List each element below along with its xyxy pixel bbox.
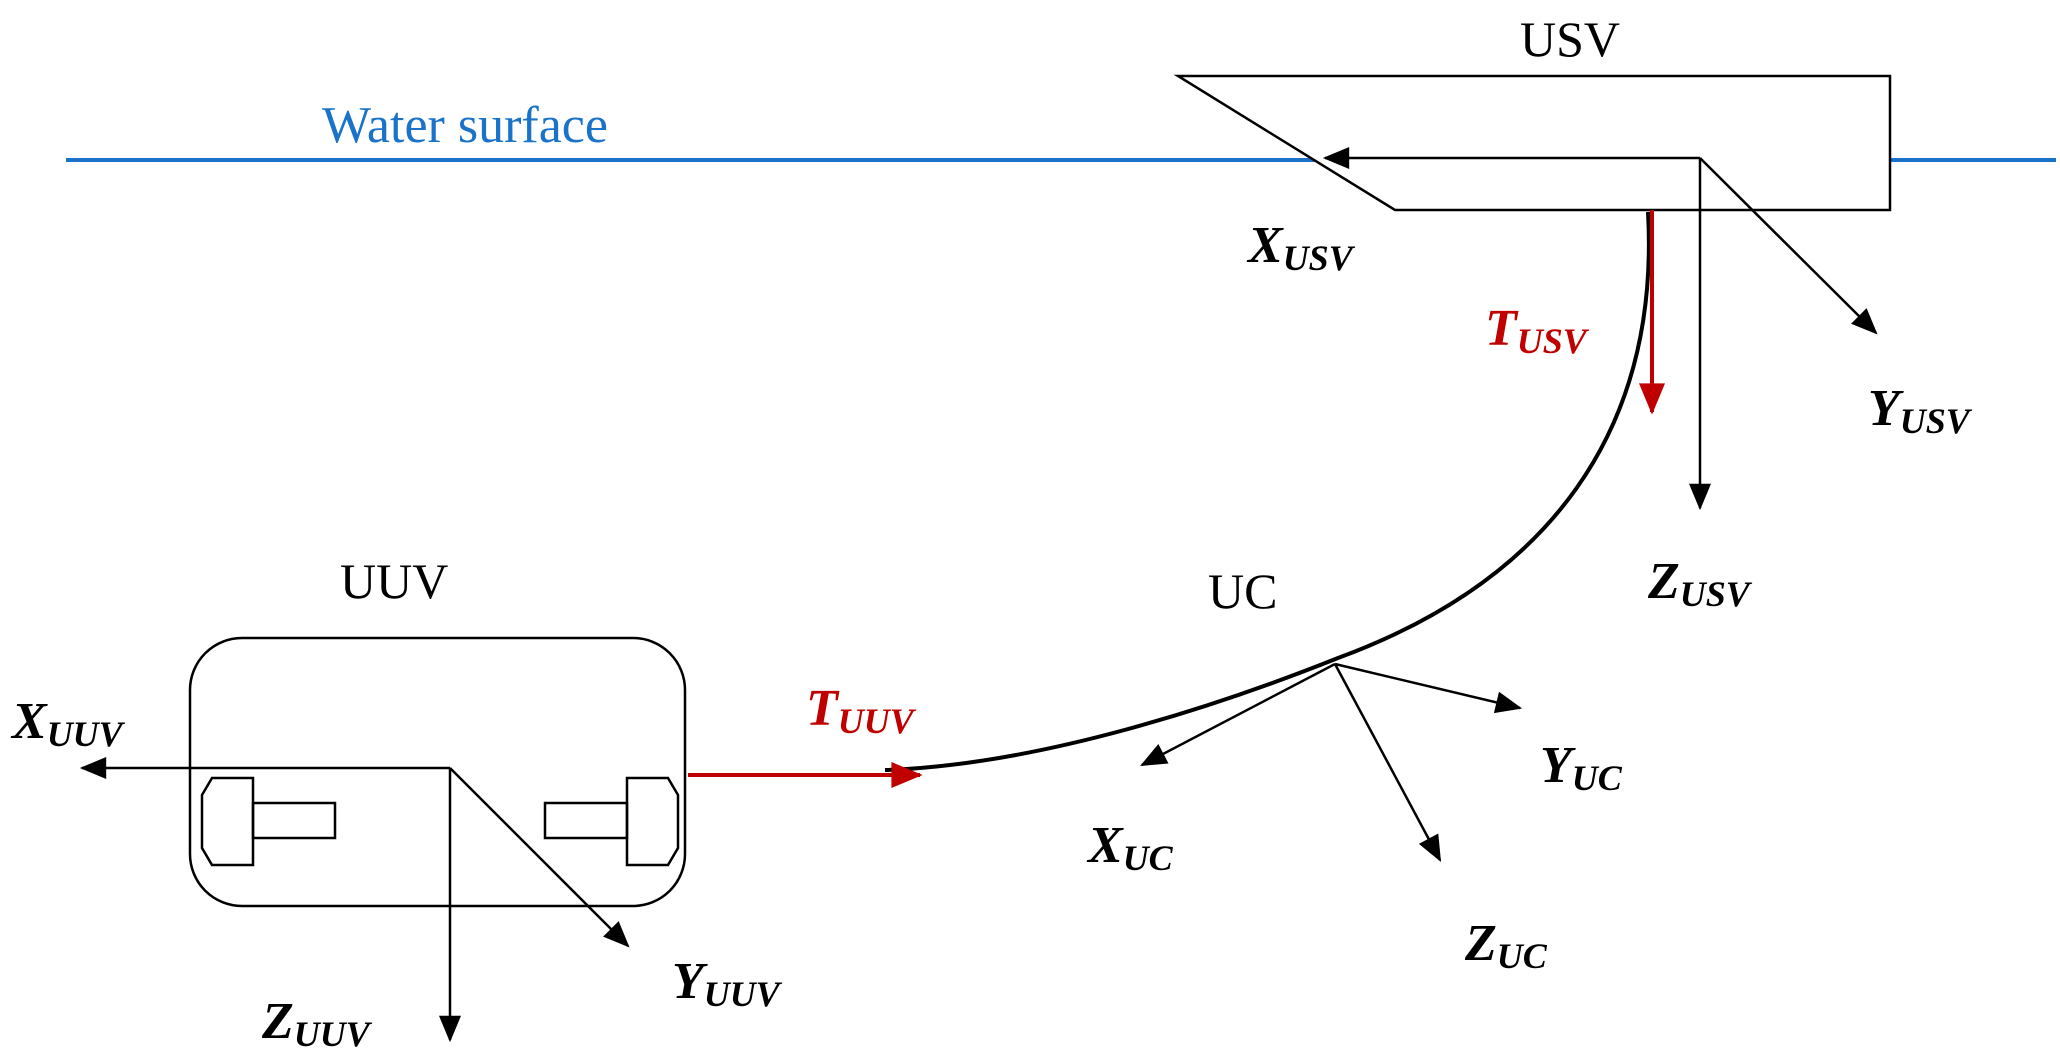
uc-x-label: XUC [1086,817,1174,878]
uc-y-axis [1334,662,1523,714]
uc-x-axis [1140,662,1336,767]
usv-tension-label: TUSV [1485,300,1590,361]
usv-z-label: ZUSV [1647,553,1753,614]
uuv-body [188,636,687,908]
usv-hull [1173,74,1892,212]
uuv-z-label: ZUUV [261,993,373,1054]
cable-label: UC [1208,563,1277,619]
uc-y-label: YUC [1540,737,1623,798]
usv-y-axis [1699,157,1878,335]
uuv-right-thruster [543,776,680,867]
uuv-tension-label: TUUV [806,680,917,741]
uc-z-axis [1333,663,1442,862]
uc-z-label: ZUC [1464,915,1548,976]
uuv-y-axis [449,767,630,948]
uuv-label: UUV [340,553,448,609]
uuv-y-label: YUUV [672,953,783,1014]
usv-y-label: YUSV [1868,380,1973,441]
umbilical-cable [884,211,1651,772]
water-surface-label: Water surface [322,97,608,154]
usv-x-label: XUSV [1246,217,1356,278]
usv-label: USV [1520,11,1620,67]
uuv-left-thruster [200,776,337,867]
uuv-x-label: XUUV [10,693,126,754]
